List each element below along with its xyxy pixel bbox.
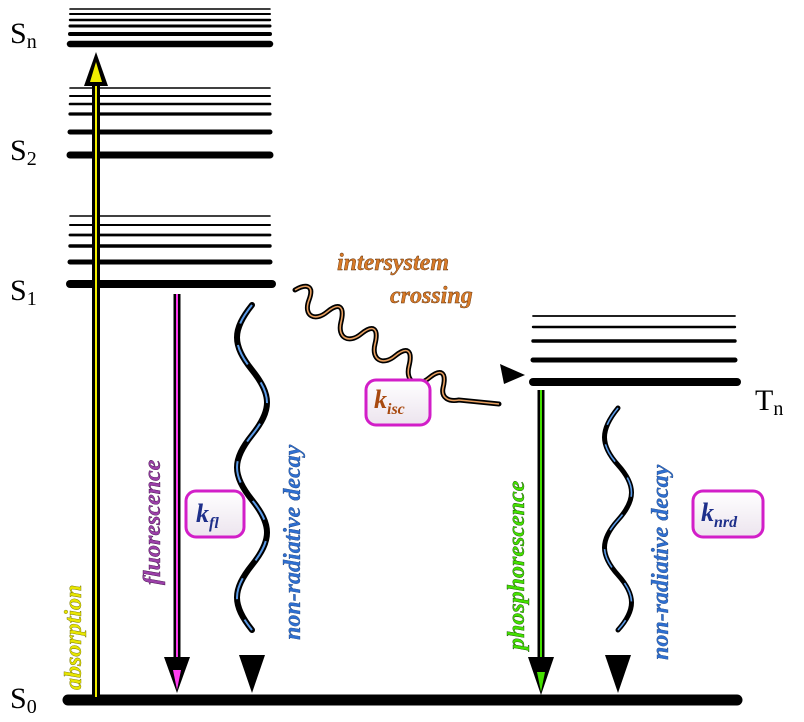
- fluorescence-label: fluorescence: [140, 459, 166, 585]
- svg-text:kisc: kisc: [374, 385, 405, 418]
- sn-levels: [66, 8, 274, 48]
- svg-text:knrd: knrd: [701, 498, 738, 531]
- nonradiative-decay-triplet-label: non-radiative decay: [648, 464, 674, 660]
- intersystem-label-line2: crossing: [390, 283, 473, 309]
- tn-label: Tn: [755, 384, 783, 420]
- nonradiative-decay-singlet-label: non-radiative decay: [280, 444, 306, 640]
- fluorescence-arrow: [164, 294, 190, 693]
- s2-label: S2: [10, 134, 37, 170]
- phosphorescence-arrow: [528, 390, 554, 695]
- svg-text:kfl: kfl: [196, 499, 219, 532]
- rate-box-knrd: knrd: [691, 489, 765, 539]
- intersystem-label-line1: intersystem: [337, 250, 449, 276]
- phosphorescence-label: phosphorescence: [504, 480, 530, 652]
- s1-levels: [66, 215, 276, 288]
- absorption-arrow: [84, 52, 108, 697]
- s2-levels: [66, 87, 274, 159]
- nonradiative-decay-triplet-arrow: [602, 405, 634, 693]
- rate-box-kfl: kfl: [184, 489, 246, 539]
- sn-label: Sn: [10, 17, 37, 53]
- s0-label: S0: [10, 682, 37, 718]
- rate-box-kisc: kisc: [364, 378, 432, 427]
- s1-label: S1: [10, 274, 37, 310]
- tn-levels: [529, 315, 741, 386]
- intersystem-crossing-arrow: [292, 283, 525, 407]
- absorption-label: absorption: [61, 585, 87, 690]
- nonradiative-decay-singlet-arrow: [234, 302, 270, 693]
